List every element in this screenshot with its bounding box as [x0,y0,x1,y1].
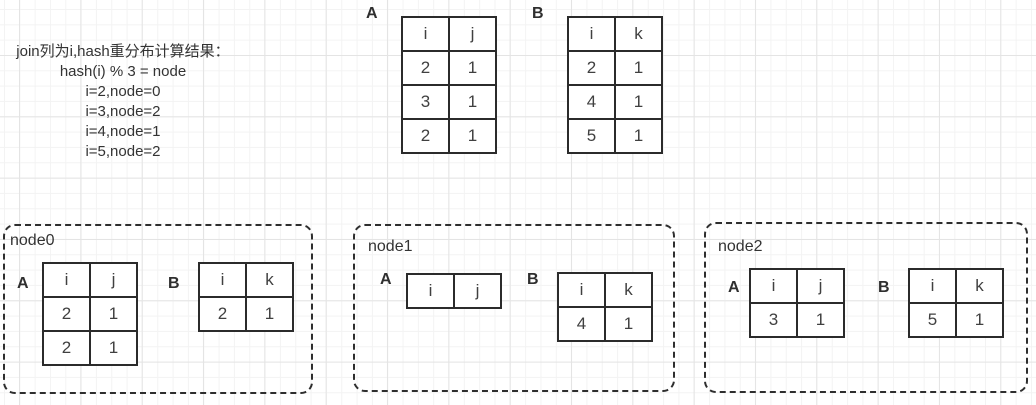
header-cell: k [245,262,294,298]
data-cell: 1 [604,306,653,342]
table-header-row: i j [401,16,497,52]
data-cell: 2 [401,118,450,154]
data-cell: 5 [908,302,957,338]
annotation-line: join列为i,hash重分布计算结果： [16,43,230,60]
node1-table-b-label: B [527,271,539,288]
data-cell: 5 [567,118,616,154]
data-cell: 1 [245,296,294,332]
table-row: 2 1 [198,296,294,332]
header-cell: j [448,16,497,52]
table-header-row: i j [749,268,845,304]
node0-box: node0 A i j 2 1 2 1 B [3,224,313,394]
node1-table-b: i k 4 1 [557,272,653,342]
table-row: 2 1 [42,296,138,332]
data-cell: 1 [89,330,138,366]
data-cell: 2 [42,296,91,332]
header-cell: i [567,16,616,52]
data-cell: 2 [42,330,91,366]
data-cell: 1 [89,296,138,332]
table-row: 2 1 [42,330,138,366]
table-row: 2 1 [401,118,497,154]
node2-table-b: i k 5 1 [908,268,1004,338]
annotation-line: i=2,node=0 [85,83,161,100]
table-header-row: i k [567,16,663,52]
node2-box: node2 A i j 3 1 B i k [704,222,1028,393]
header-cell: i [198,262,247,298]
annotation-line: i=5,node=2 [85,143,161,160]
data-cell: 1 [448,84,497,120]
table-header-row: i k [198,262,294,298]
data-cell: 1 [448,50,497,86]
header-cell: k [955,268,1004,304]
header-cell: j [453,273,502,309]
header-cell: j [796,268,845,304]
node2-table-a: i j 3 1 [749,268,845,338]
source-table-b: i k 2 1 4 1 5 1 [567,16,663,154]
table-row: 3 1 [749,302,845,338]
data-cell: 1 [614,118,663,154]
data-cell: 4 [557,306,606,342]
table-row: 5 1 [567,118,663,154]
data-cell: 3 [401,84,450,120]
header-cell: i [406,273,455,309]
header-cell: k [614,16,663,52]
header-cell: k [604,272,653,308]
source-table-b-label: B [532,5,544,22]
table-row: 2 1 [567,50,663,86]
table-row: 5 1 [908,302,1004,338]
data-cell: 2 [401,50,450,86]
node0-label: node0 [10,232,55,249]
header-cell: j [89,262,138,298]
header-cell: i [749,268,798,304]
annotation-line: i=4,node=1 [85,123,161,140]
data-cell: 1 [614,50,663,86]
hash-annotation: join列为i,hash重分布计算结果： hash(i) % 3 = node … [6,42,240,162]
table-row: 3 1 [401,84,497,120]
node0-table-b-label: B [168,275,180,292]
data-cell: 2 [567,50,616,86]
source-table-a-label: A [366,5,378,22]
header-cell: i [557,272,606,308]
node2-label: node2 [718,238,763,255]
data-cell: 3 [749,302,798,338]
node1-table-a: i j [406,273,502,309]
node2-table-a-label: A [728,279,740,296]
table-header-row: i k [908,268,1004,304]
table-header-row: i k [557,272,653,308]
data-cell: 4 [567,84,616,120]
node2-table-b-label: B [878,279,890,296]
node1-label: node1 [368,238,413,255]
header-cell: i [908,268,957,304]
data-cell: 1 [448,118,497,154]
node0-table-b: i k 2 1 [198,262,294,332]
annotation-line: hash(i) % 3 = node [59,63,187,80]
data-cell: 1 [796,302,845,338]
table-header-row: i j [406,273,502,309]
data-cell: 2 [198,296,247,332]
header-cell: i [401,16,450,52]
annotation-line: i=3,node=2 [85,103,161,120]
node1-table-a-label: A [380,271,392,288]
node0-table-a-label: A [17,275,29,292]
node0-table-a: i j 2 1 2 1 [42,262,138,366]
table-row: 4 1 [567,84,663,120]
table-row: 2 1 [401,50,497,86]
header-cell: i [42,262,91,298]
data-cell: 1 [955,302,1004,338]
data-cell: 1 [614,84,663,120]
node1-box: node1 A i j B i k 4 1 [353,224,675,392]
table-header-row: i j [42,262,138,298]
source-table-a: i j 2 1 3 1 2 1 [401,16,497,154]
table-row: 4 1 [557,306,653,342]
